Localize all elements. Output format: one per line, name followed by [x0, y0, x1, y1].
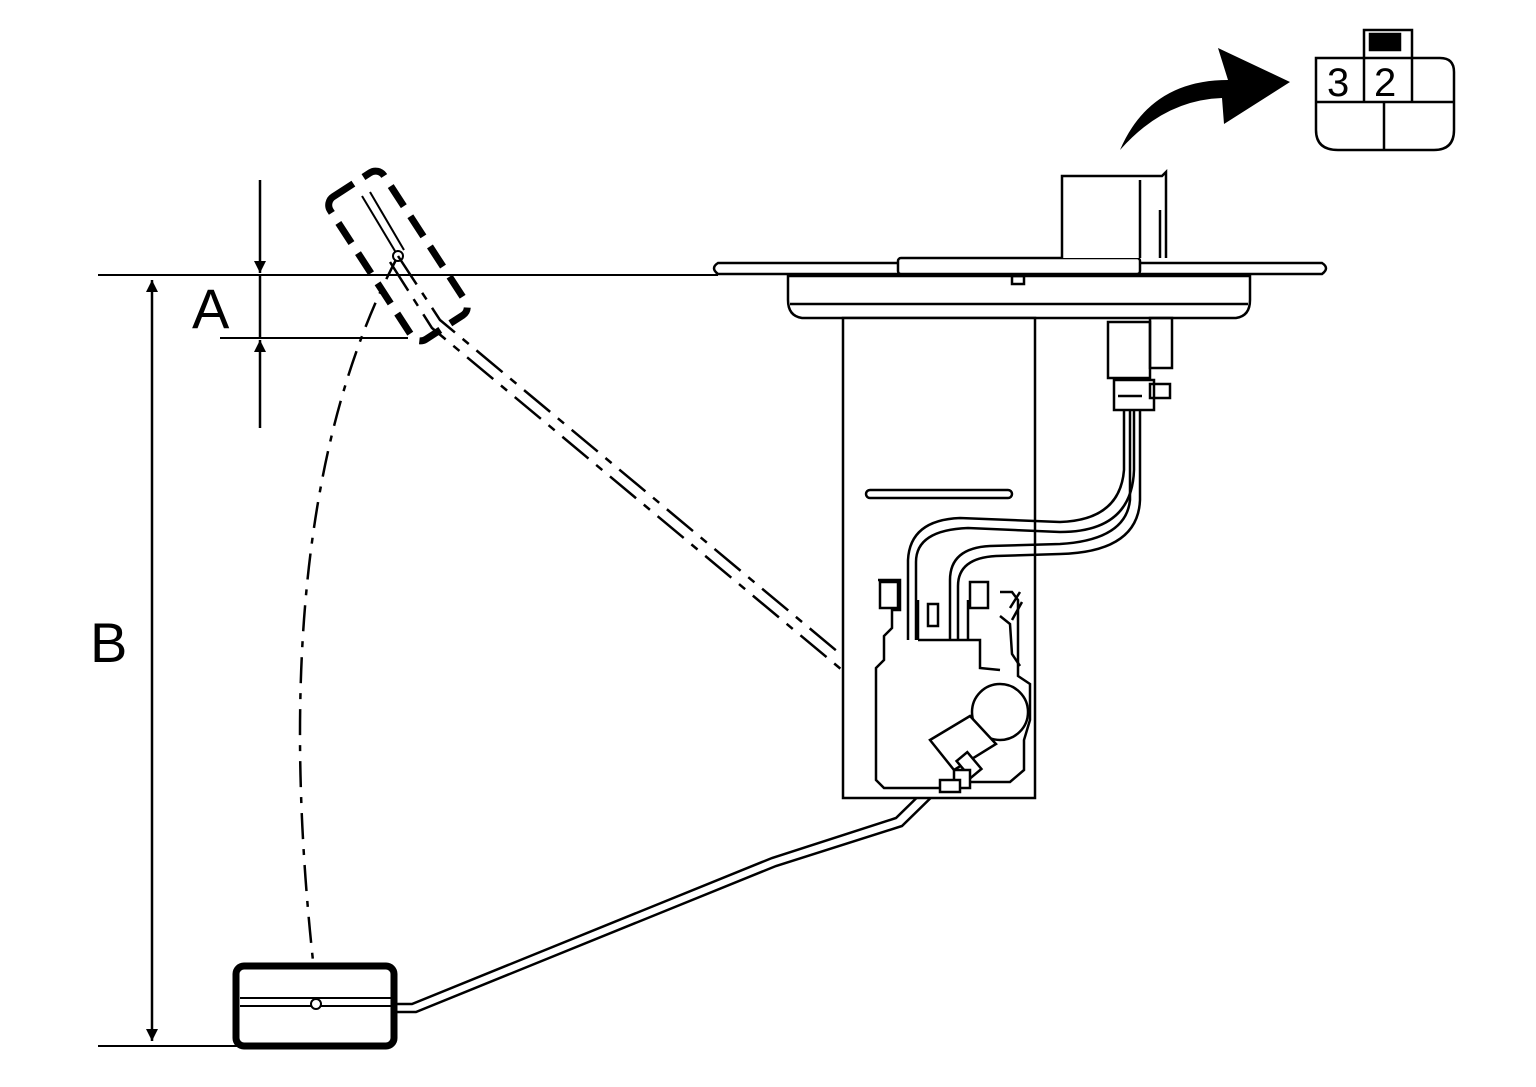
reference-lines: [98, 274, 718, 1047]
upper-float-rod: [361, 195, 399, 257]
connector-view-arrow: [1120, 48, 1290, 150]
wire-plug: [1106, 320, 1152, 380]
upper-float-rod-inner: [369, 191, 405, 251]
sender-wire-1: [906, 410, 1126, 640]
lower-float: [232, 962, 398, 1050]
sender-wire-2: [948, 410, 1132, 640]
flange-lower-ring: [786, 274, 1252, 320]
dimension-a-label: A: [192, 277, 230, 340]
connector-housing: [1060, 168, 1168, 258]
upper-float: [325, 167, 471, 345]
sender-unit: [712, 168, 1328, 800]
flange-raised-center: [896, 256, 1142, 276]
connector-face: [1314, 28, 1456, 152]
connector-pin-2-label: 2: [1374, 61, 1396, 105]
upper-float-body: [325, 167, 471, 345]
connector-face-outline: [1314, 28, 1456, 152]
dimension-b-label: B: [90, 611, 127, 674]
connector-pin-3-label: 3: [1327, 61, 1349, 105]
lower-float-pivot: [310, 998, 322, 1010]
float-arm-pivot-housing: [970, 682, 1030, 742]
connector-lock-tab: [1368, 32, 1402, 52]
tube-slot: [864, 488, 1014, 500]
float-travel-arc: [298, 255, 400, 1005]
